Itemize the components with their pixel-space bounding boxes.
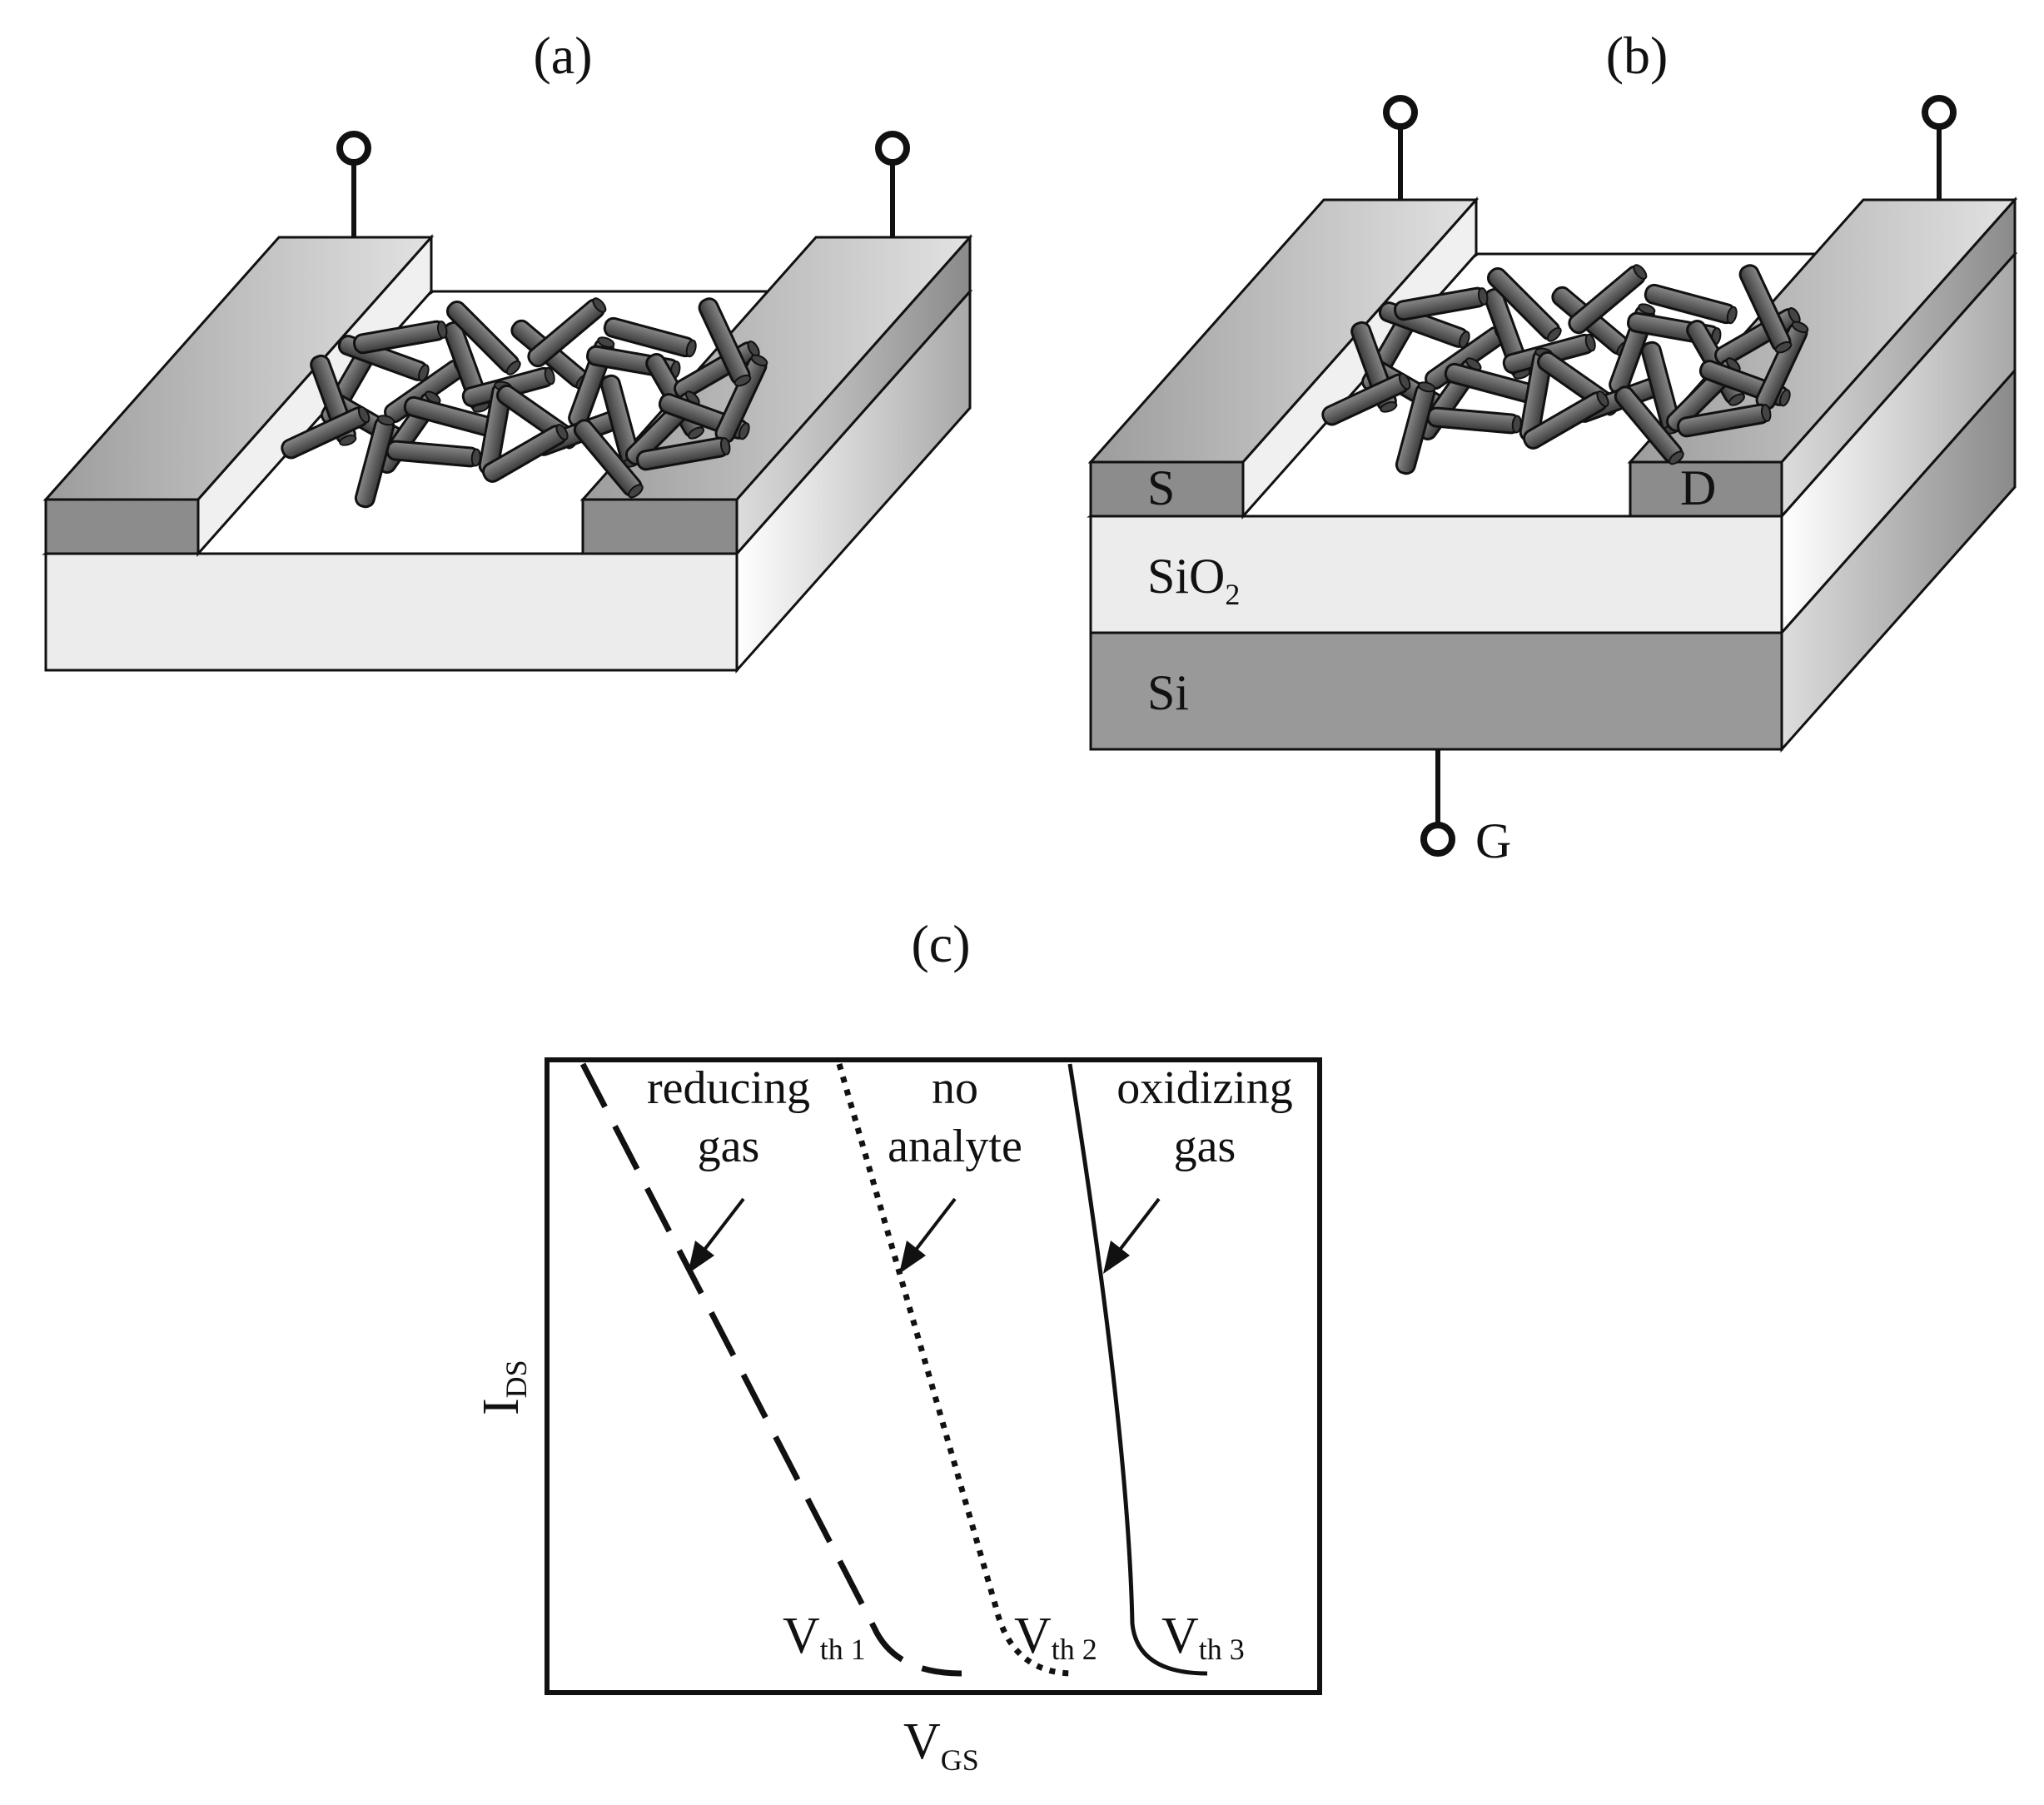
nanotube	[1426, 406, 1522, 435]
panel-c-label: (c)	[911, 914, 970, 973]
gate-label: G	[1475, 813, 1511, 868]
panel-b-source-terminal	[1383, 95, 1418, 200]
y-axis-label: IDS	[473, 1360, 533, 1415]
nanotube	[482, 423, 569, 483]
panel-a-left-terminal	[336, 131, 371, 237]
nanotube	[1321, 372, 1411, 426]
terminal-circle-icon	[336, 131, 371, 166]
no-analyte-label-line2: analyte	[888, 1121, 1022, 1172]
nanotube	[354, 415, 395, 509]
terminal-circle-icon	[1383, 95, 1418, 130]
nanotube	[636, 436, 731, 471]
oxidizing-gas-curve	[1067, 1063, 1208, 1676]
panel-a-nanotube-network	[281, 297, 768, 509]
panel-c: (c) IDS VGS reducing gas no analyte oxid…	[473, 914, 1322, 1777]
oxidizing-gas-label-line1: oxidizing	[1116, 1062, 1293, 1114]
nanotube	[1394, 286, 1489, 321]
nanotube	[1523, 390, 1609, 450]
panel-a-right-electrode	[579, 234, 973, 557]
terminal-circle-icon	[1922, 95, 1957, 130]
panel-b: (b) S D SiO2 Si	[1087, 26, 2018, 868]
panel-b-nanotube-network	[1321, 264, 1809, 475]
oxidizing-gas-label-line2: gas	[1174, 1121, 1236, 1172]
drain-label: D	[1680, 460, 1716, 515]
reducing-gas-arrow-icon	[688, 1197, 745, 1274]
panel-a: (a)	[42, 26, 973, 674]
nanotube	[445, 300, 521, 375]
nanotube	[1644, 283, 1738, 325]
panel-a-left-electrode	[42, 234, 435, 557]
plot-frame	[545, 1057, 1322, 1695]
nanotube	[353, 320, 448, 355]
panel-b-drain-terminal	[1922, 95, 1957, 200]
panel-b-gate-terminal	[1420, 749, 1455, 857]
threshold-3-label: Vth 3	[1161, 1608, 1245, 1666]
panel-a-right-terminal	[875, 131, 910, 237]
nanotube	[599, 374, 641, 468]
nanotube	[698, 297, 752, 387]
reducing-gas-label-line2: gas	[698, 1121, 760, 1172]
oxide-label: SiO2	[1147, 549, 1240, 611]
reducing-gas-curve	[579, 1062, 962, 1677]
nanotube	[527, 297, 607, 368]
terminal-circle-icon	[1420, 822, 1455, 857]
nanotube	[603, 316, 697, 358]
silicon-layer	[1089, 631, 1783, 751]
threshold-1-label: Vth 1	[783, 1608, 866, 1666]
panel-a-label: (a)	[533, 26, 592, 85]
oxidizing-gas-arrow-icon	[1103, 1197, 1161, 1274]
nanotube	[1677, 403, 1772, 438]
nanotube	[1568, 264, 1648, 335]
nanotube	[1614, 385, 1684, 465]
panel-b-label: (b)	[1606, 26, 1669, 85]
nanotube	[573, 419, 644, 499]
source-label: S	[1147, 460, 1175, 515]
nanotube	[1486, 266, 1562, 342]
nanotube	[1738, 264, 1793, 354]
reducing-gas-label-line1: reducing	[647, 1062, 810, 1114]
threshold-2-label: Vth 2	[1014, 1608, 1097, 1666]
terminal-circle-icon	[875, 131, 910, 166]
no-analyte-arrow-icon	[899, 1197, 957, 1274]
no-analyte-label-line1: no	[932, 1062, 978, 1114]
substrate-label: Si	[1147, 665, 1189, 720]
panel-b-source-electrode	[1087, 196, 1480, 520]
nanotube	[1395, 381, 1436, 475]
x-axis-label: VGS	[903, 1713, 979, 1777]
nanotube	[281, 405, 371, 460]
